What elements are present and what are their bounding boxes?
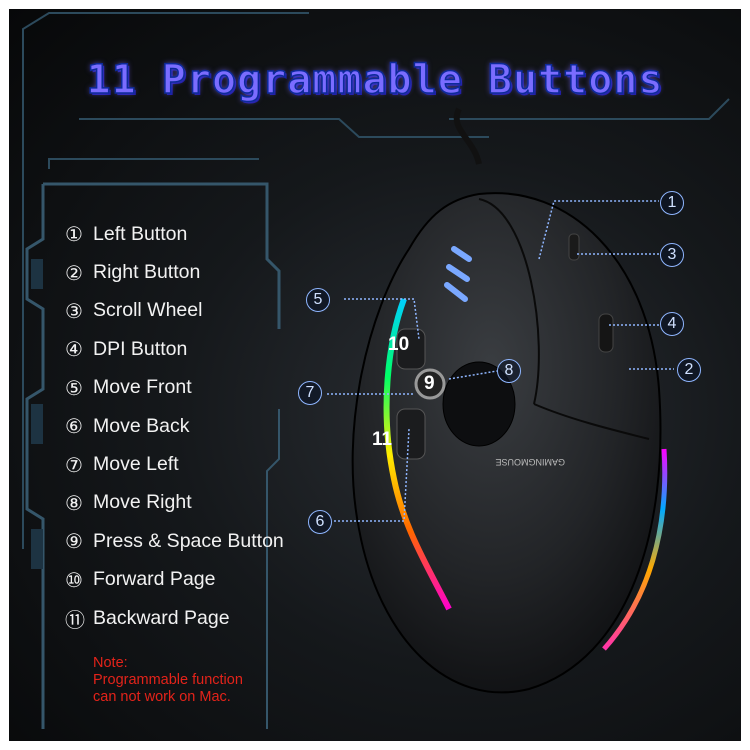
- list-item-label: Move Front: [93, 376, 192, 399]
- list-item-label: Press & Space Button: [93, 529, 284, 552]
- joystick-icon: [414, 368, 446, 400]
- list-item-label: Right Button: [93, 261, 201, 284]
- button-9-badge: 9: [424, 373, 435, 394]
- brand-text: GAMINGMOUSE: [495, 457, 565, 467]
- rgb-light-strip-right: [602, 448, 668, 651]
- callout-7: 7: [298, 381, 322, 405]
- note-heading: Note:: [93, 655, 128, 671]
- callout-2: 2: [677, 358, 701, 382]
- dpi-indicator-icon: [444, 246, 472, 302]
- list-item-label: Move Back: [93, 414, 190, 437]
- button-10-badge: 10: [388, 334, 410, 355]
- vertical-mouse-image: GAMINGMOUSE: [327, 107, 674, 694]
- list-item-label: Backward Page: [93, 606, 230, 629]
- list-item-label: Scroll Wheel: [93, 299, 203, 322]
- list-item-label: Move Left: [93, 453, 179, 476]
- list-item-label: Left Button: [93, 222, 188, 245]
- tech-frame-decoration: [22, 12, 730, 729]
- callout-6: 6: [308, 510, 332, 534]
- note-line: Programmable function: [93, 672, 243, 688]
- note-line: can not work on Mac.: [93, 689, 231, 705]
- list-item-label: Forward Page: [93, 568, 216, 591]
- callout-lines: [327, 200, 674, 522]
- page-title: 11 Programmable Buttons: [86, 56, 664, 104]
- callout-5: 5: [306, 288, 330, 312]
- callout-8: 8: [497, 359, 521, 383]
- list-item-label: DPI Button: [93, 337, 188, 360]
- callout-1: 1: [660, 191, 684, 215]
- callout-3: 3: [660, 243, 684, 267]
- button-11-badge: 11: [372, 429, 393, 450]
- rgb-light-strip-left: [383, 297, 452, 611]
- list-item-label: Move Right: [93, 491, 192, 514]
- mac-note: Note: Programmable function can not work…: [93, 655, 243, 706]
- product-banner: 11 Programmable Buttons: [9, 9, 741, 741]
- callout-4: 4: [660, 312, 684, 336]
